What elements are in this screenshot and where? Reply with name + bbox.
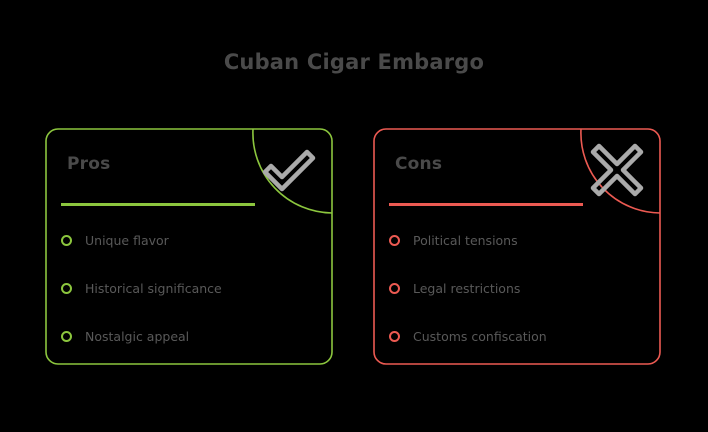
bullet-ring-icon xyxy=(389,282,400,294)
list-item-label: Unique flavor xyxy=(85,232,169,248)
list-item-label: Nostalgic appeal xyxy=(85,328,190,344)
page-title: Cuban Cigar Embargo xyxy=(223,50,485,74)
cons-divider xyxy=(389,203,583,206)
cons-heading: Cons xyxy=(395,154,443,174)
list-item-label: Historical significance xyxy=(85,280,222,296)
list-item: Historical significance xyxy=(61,264,317,312)
list-item: Unique flavor xyxy=(61,216,317,264)
list-item-label: Customs confiscation xyxy=(413,328,547,344)
bullet-ring-icon xyxy=(61,282,72,294)
list-item: Legal restrictions xyxy=(389,264,645,312)
bullet-ring-icon xyxy=(61,330,72,342)
pros-list: Unique flavor Historical significance No… xyxy=(61,216,317,360)
list-item: Political tensions xyxy=(389,216,645,264)
cons-card: Cons Political tensions Legal restrictio… xyxy=(373,128,661,366)
pros-heading: Pros xyxy=(67,154,111,174)
list-item-label: Political tensions xyxy=(413,232,518,248)
cons-list: Political tensions Legal restrictions Cu… xyxy=(389,216,645,360)
list-item: Customs confiscation xyxy=(389,312,645,360)
bullet-ring-icon xyxy=(389,330,400,342)
checkmark-icon xyxy=(262,149,316,192)
bullet-ring-icon xyxy=(389,234,400,246)
cross-icon xyxy=(590,143,644,197)
list-item: Nostalgic appeal xyxy=(61,312,317,360)
pros-card: Pros Unique flavor Historical significan… xyxy=(45,128,333,366)
bullet-ring-icon xyxy=(61,234,72,246)
list-item-label: Legal restrictions xyxy=(413,280,521,296)
pros-divider xyxy=(61,203,255,206)
